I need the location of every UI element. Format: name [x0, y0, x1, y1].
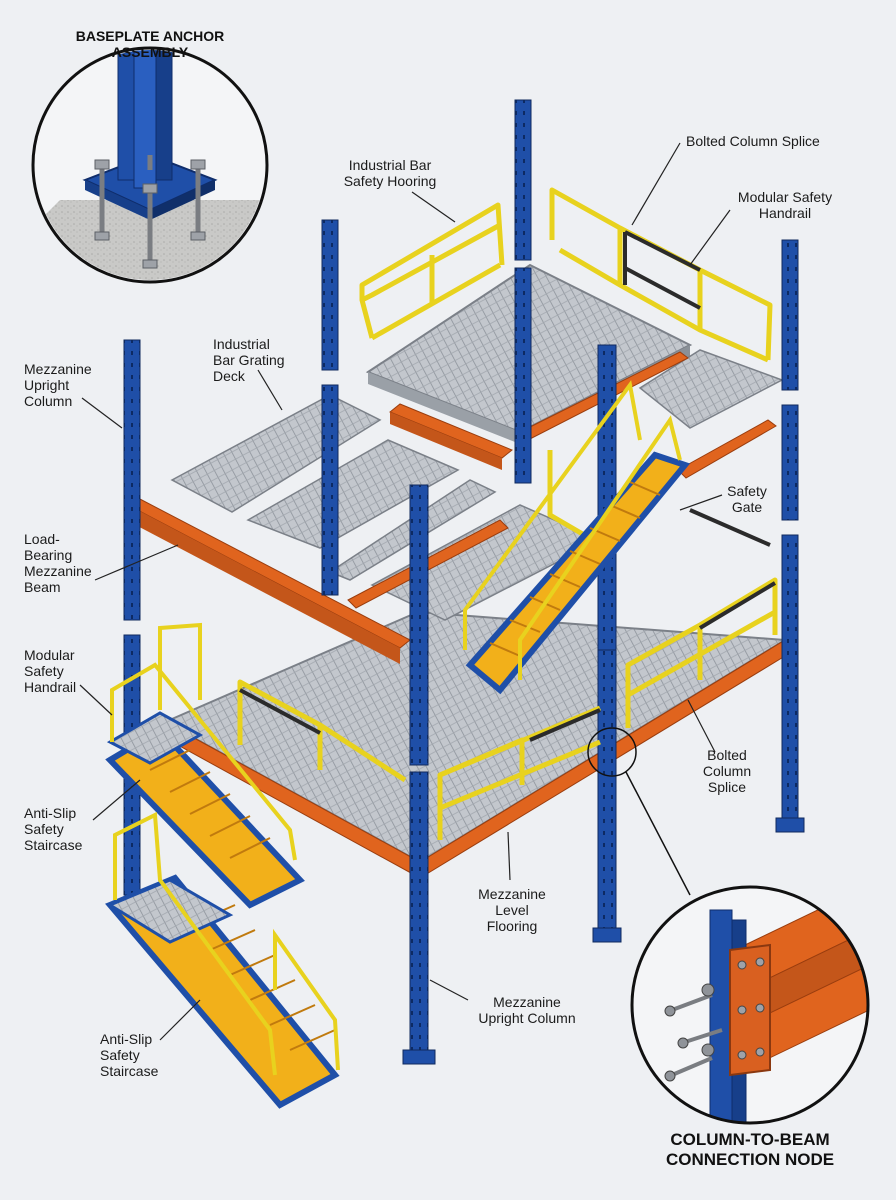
- anti-slip-safety-staircase-lower: [105, 811, 340, 1109]
- label-mezzanine-level-flooring: Mezzanine Level Flooring: [478, 886, 546, 934]
- label-anti-slip-safety-staircase-upper: Anti-Slip Safety Staircase: [24, 805, 83, 853]
- baseplate-anchor-callout: [31, 46, 269, 284]
- label-mezzanine-upright-column-bottom: Mezzanine Upright Column: [478, 994, 576, 1026]
- label-industrial-bar-safety-flooring: Industrial Bar Safety Hooring: [343, 157, 437, 189]
- label-bolted-column-splice-top: Bolted Column Splice: [686, 133, 820, 149]
- label-modular-safety-handrail-left: Modular Safety Handrail: [24, 647, 77, 695]
- safety-gate-top: [623, 230, 701, 310]
- upper-beam-left: [389, 403, 513, 470]
- safety-gate-dark-rails: [239, 508, 777, 742]
- label-load-bearing-mezzanine-beam: Load- Bearing Mezzanine Beam: [24, 531, 92, 595]
- mezzanine-upright-column-front: [402, 484, 436, 1065]
- column-upper-left: [321, 219, 339, 596]
- connection-node-title: COLUMN-TO-BEAM CONNECTION NODE: [665, 1130, 835, 1169]
- deck-handrail-front: [237, 679, 601, 840]
- central-staircase: [463, 380, 691, 695]
- anti-slip-safety-staircase-upper: [105, 622, 305, 909]
- modular-safety-handrail-top-left: [359, 202, 505, 341]
- label-industrial-bar-grating-deck: Industrial Bar Grating Deck: [213, 336, 285, 384]
- label-bolted-column-splice-right: Bolted Column Splice: [702, 747, 752, 795]
- mezzanine-upright-column-left: [123, 339, 141, 896]
- column-right: [775, 239, 805, 833]
- label-safety-gate: Safety Gate: [727, 483, 767, 515]
- baseplate-anchor-title: BASEPLATE ANCHOR ASSEMBLY: [75, 28, 225, 60]
- leader-lines: [79, 142, 731, 1041]
- column-top-center: [514, 99, 532, 484]
- label-mezzanine-upright-column-left: Mezzanine Upright Column: [24, 361, 92, 409]
- label-anti-slip-safety-staircase-lower: Anti-Slip Safety Staircase: [100, 1031, 159, 1079]
- label-modular-safety-handrail-top: Modular Safety Handrail: [737, 189, 833, 221]
